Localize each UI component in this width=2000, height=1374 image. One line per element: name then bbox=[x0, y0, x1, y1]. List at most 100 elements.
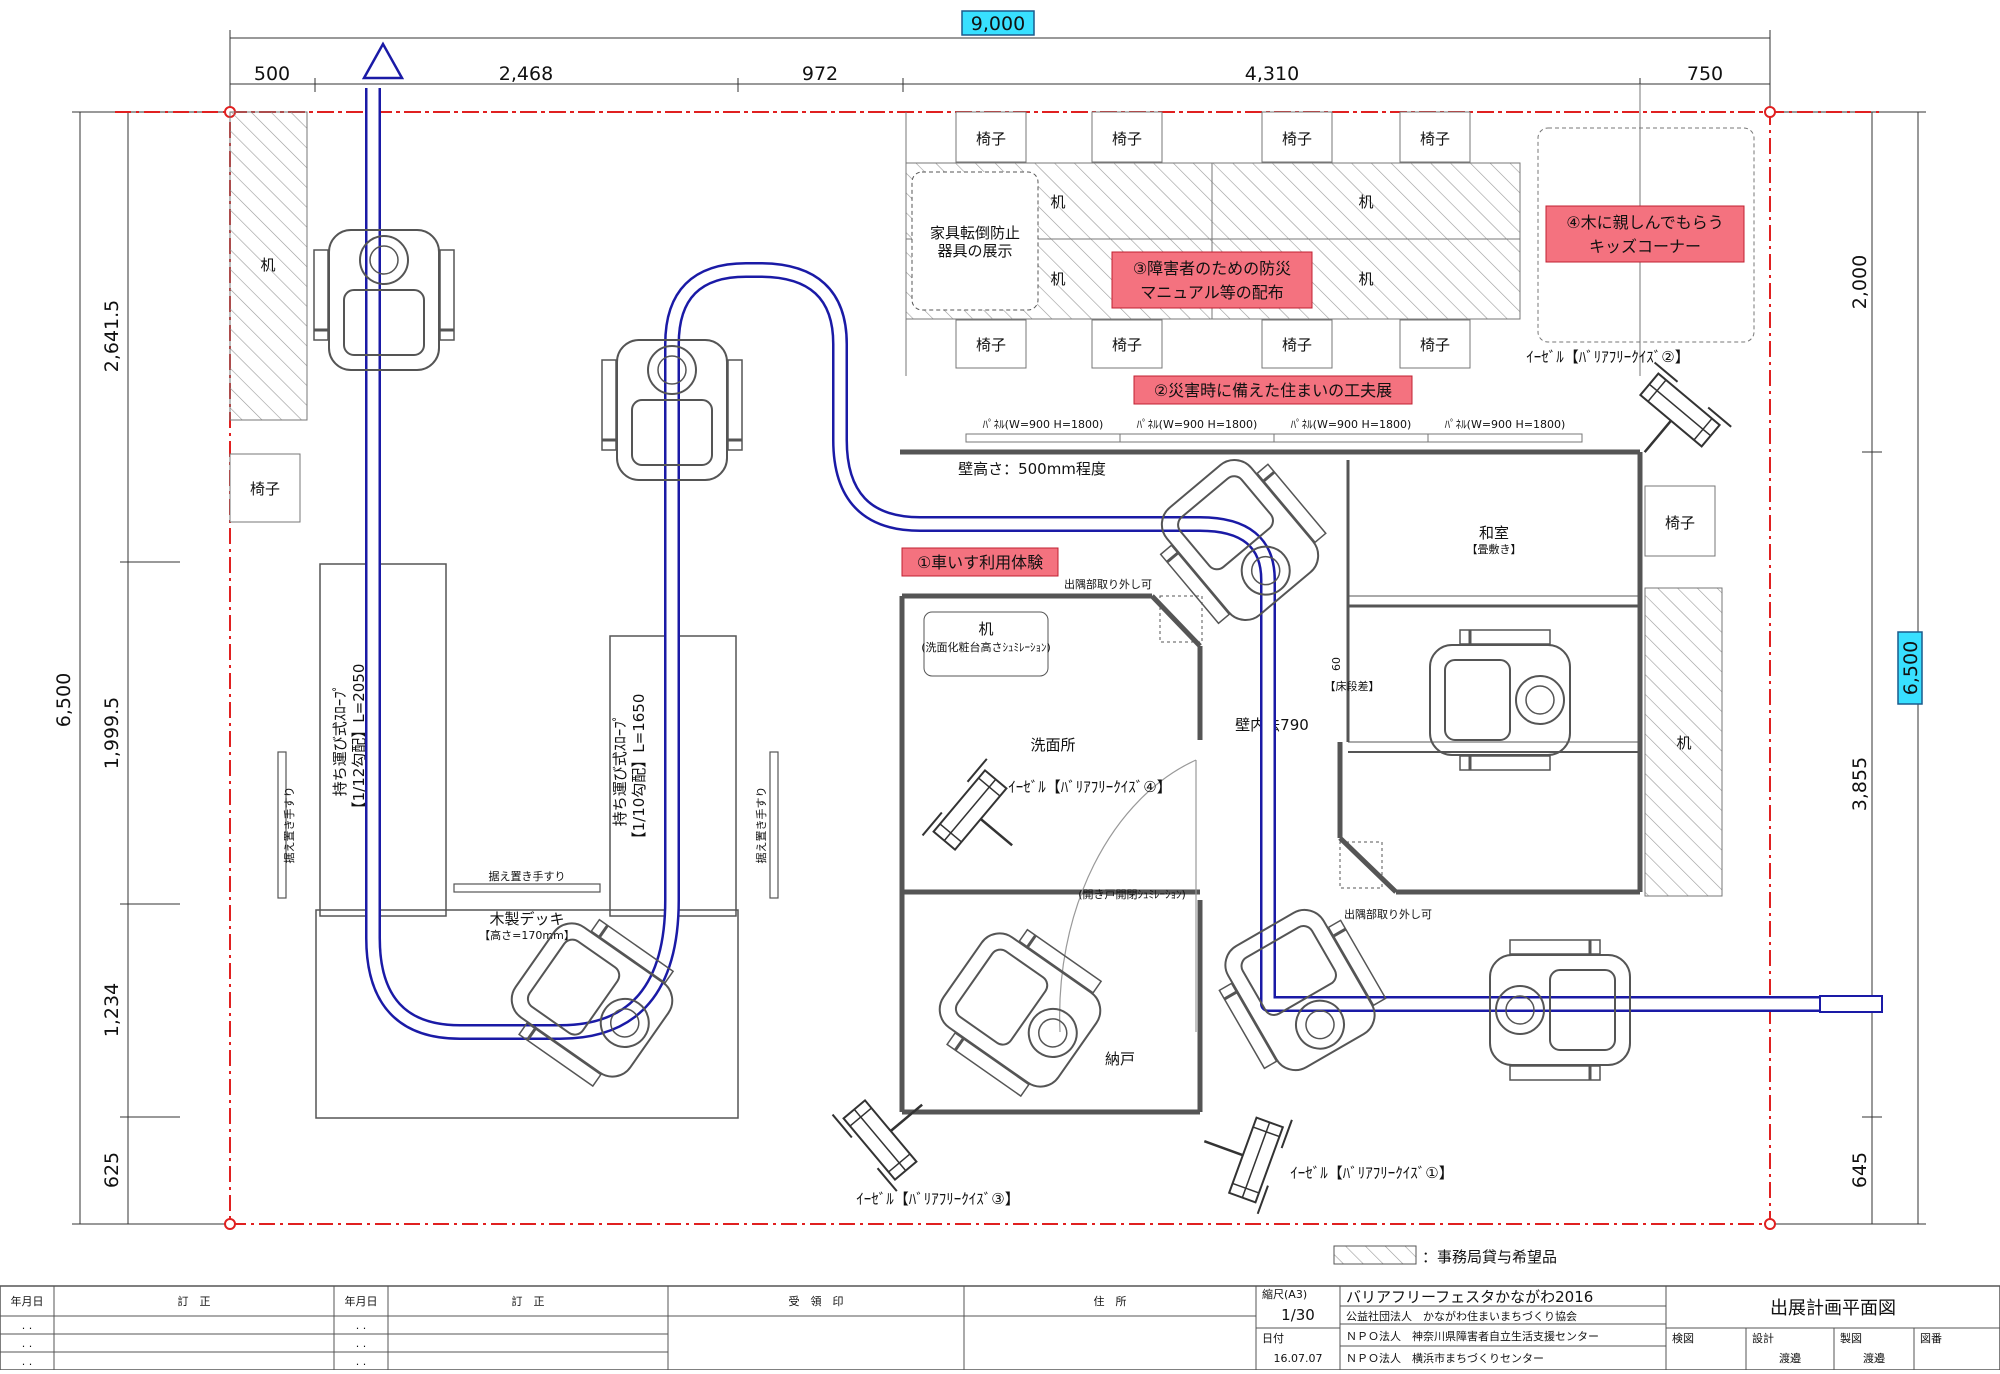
top-dim-2: 2,468 bbox=[499, 63, 553, 85]
total-width-label: 9,000 bbox=[971, 13, 1025, 35]
slope-1 bbox=[319, 563, 447, 917]
chair-bottom-1 bbox=[955, 319, 1027, 369]
right-dim-2: 3,855 bbox=[1849, 757, 1871, 811]
total-height-badge bbox=[1897, 631, 1923, 705]
chair-bottom-2 bbox=[1091, 319, 1163, 369]
chair-bottom-2-label: 椅子 bbox=[1112, 336, 1142, 354]
furniture-display-line2: 器具の展示 bbox=[937, 242, 1012, 260]
panel-3-label: ﾊﾟﾈﾙ(W=900 H=1800) bbox=[1291, 418, 1412, 431]
chair-top-4-label: 椅子 bbox=[1420, 130, 1450, 148]
desk-left bbox=[229, 111, 308, 421]
corner-removable-top bbox=[1159, 595, 1203, 643]
wheelchair-route-inner bbox=[367, 88, 1882, 1038]
chair-top-1 bbox=[955, 111, 1027, 163]
chair-top-2-label: 椅子 bbox=[1112, 130, 1142, 148]
tb-scale-label: 縮尺(A3) bbox=[1262, 1287, 1307, 1301]
handrail-center-label: 据え置き手すり bbox=[489, 869, 566, 883]
panel-2-label: ﾊﾟﾈﾙ(W=900 H=1800) bbox=[1137, 418, 1258, 431]
tb-date2-header: 年月日 bbox=[345, 1294, 378, 1308]
washbasin-desk-label: 机 bbox=[978, 620, 993, 638]
slope-1-spec: 【1/12勾配】L=2050 bbox=[350, 664, 368, 817]
callout-1: ①車いす利用体験 bbox=[901, 547, 1059, 577]
panel-1-label: ﾊﾟﾈﾙ(W=900 H=1800) bbox=[983, 418, 1104, 431]
slope-2-spec: 【1/10勾配】L=1650 bbox=[630, 694, 648, 847]
route-end-box bbox=[1819, 995, 1883, 1013]
tb-drawing-title: 出展計画平面図 bbox=[1770, 1298, 1896, 1319]
tb-date: 16.07.07 bbox=[1274, 1352, 1323, 1365]
corner-removable-bottom bbox=[1339, 841, 1383, 889]
chair-right bbox=[1644, 485, 1716, 557]
chair-top-1-label: 椅子 bbox=[976, 130, 1006, 148]
svg-text:④木に親しんでもらう: ④木に親しんでもらう bbox=[1566, 213, 1724, 232]
tb-design: 設計 bbox=[1752, 1331, 1774, 1345]
wheelchair-icon-1 bbox=[312, 228, 456, 372]
chair-top-3-label: 椅子 bbox=[1282, 130, 1312, 148]
tb-date-header: 年月日 bbox=[11, 1294, 44, 1308]
door-swing bbox=[1059, 759, 1197, 1033]
tb-scale: 1/30 bbox=[1281, 1306, 1315, 1324]
route-arrow-icon bbox=[361, 41, 405, 80]
tb-dots-5: . . bbox=[356, 1337, 367, 1350]
tb-date-label: 日付 bbox=[1262, 1332, 1284, 1345]
svg-text:②災害時に備えた住まいの工夫展: ②災害時に備えた住まいの工夫展 bbox=[1154, 381, 1392, 400]
left-dimensions: 6,500 2,641.5 1,999.5 1,234 625 bbox=[53, 111, 230, 1225]
slope-2-label: 持ち運び式ｽﾛｰﾌﾟ bbox=[611, 714, 629, 827]
chair-top-3 bbox=[1261, 111, 1333, 163]
chair-bottom-1-label: 椅子 bbox=[976, 336, 1006, 354]
desk-right-label: 机 bbox=[1676, 734, 1691, 752]
left-dim-1: 2,641.5 bbox=[101, 300, 123, 373]
easel-2-label: ｲｰｾﾞﾙ【ﾊﾞﾘｱﾌﾘｰｸｲｽﾞ②】 bbox=[1526, 348, 1689, 366]
corner-removable-bottom-label: 出隅部取り外し可 bbox=[1344, 907, 1432, 921]
table-1-label: 机 bbox=[1050, 193, 1065, 211]
furniture-display-box bbox=[911, 171, 1039, 311]
callout-3: ③障害者のための防災 マニュアル等の配布 bbox=[1111, 251, 1313, 309]
table-4-label: 机 bbox=[1358, 270, 1373, 288]
easel-3-label: ｲｰｾﾞﾙ【ﾊﾞﾘｱﾌﾘｰｸｲｽﾞ③】 bbox=[856, 1190, 1019, 1208]
chair-right-label: 椅子 bbox=[1665, 514, 1695, 532]
deck-label: 木製デッキ bbox=[489, 910, 564, 928]
tb-draw: 製図 bbox=[1840, 1331, 1862, 1345]
chair-bottom-3 bbox=[1261, 319, 1333, 369]
deck-height-label: 【高さ=170mm】 bbox=[479, 928, 575, 942]
washbasin-note: (洗面化粧台高さｼｭﾐﾚｰｼｮﾝ) bbox=[921, 640, 1051, 654]
total-width-badge bbox=[961, 10, 1035, 36]
top-dim-1: 500 bbox=[254, 63, 290, 85]
tb-addr-header: 住 所 bbox=[1094, 1294, 1127, 1308]
corner-removable-top-label: 出隅部取り外し可 bbox=[1064, 577, 1152, 591]
tb-rev2-header: 訂 正 bbox=[512, 1294, 545, 1308]
right-dim-1: 2,000 bbox=[1849, 255, 1871, 309]
chair-bottom-4-label: 椅子 bbox=[1420, 336, 1450, 354]
tb-stamp-header: 受 領 印 bbox=[789, 1294, 844, 1308]
desk-right bbox=[1644, 587, 1723, 897]
svg-text:：事務局貸与希望品: ：事務局貸与希望品 bbox=[1422, 1248, 1557, 1266]
washroom-label: 洗面所 bbox=[1030, 736, 1075, 754]
handrail-right-label: 据え置き手すり bbox=[754, 787, 768, 864]
wheelchair-icon-6 bbox=[921, 911, 1119, 1109]
chair-bottom-4 bbox=[1399, 319, 1471, 369]
chair-top-2 bbox=[1091, 111, 1163, 163]
tb-dots-3: . . bbox=[22, 1355, 33, 1368]
tb-dots-1: . . bbox=[22, 1319, 33, 1332]
left-dim-3: 1,234 bbox=[101, 983, 123, 1037]
storage-label: 納戸 bbox=[1105, 1050, 1135, 1068]
tb-number: 図番 bbox=[1920, 1332, 1942, 1345]
house-model bbox=[899, 449, 1643, 1115]
wheelchair-icon-5 bbox=[1428, 628, 1572, 772]
tb-design-name: 渡邉 bbox=[1779, 1351, 1801, 1365]
easel-icon-1 bbox=[1185, 1092, 1294, 1216]
floor-step-label: 【床段差】 bbox=[1325, 679, 1380, 693]
tatami-label: 【畳敷き】 bbox=[1467, 542, 1522, 556]
easel-4-label: ｲｰｾﾞﾙ【ﾊﾞﾘｱﾌﾘｰｸｲｽﾞ④】 bbox=[1008, 778, 1171, 796]
tb-check: 検図 bbox=[1672, 1331, 1694, 1345]
top-dim-4: 4,310 bbox=[1245, 63, 1299, 85]
handrail-left-label: 据え置き手すり bbox=[282, 787, 296, 864]
wall-height-label: 壁高さ：500mm程度 bbox=[958, 460, 1106, 478]
total-height-label: 6,500 bbox=[1900, 641, 1922, 695]
svg-text:③障害者のための防災: ③障害者のための防災 bbox=[1133, 259, 1291, 278]
desk-left-label: 机 bbox=[260, 256, 275, 274]
furniture-display-line1: 家具転倒防止 bbox=[930, 224, 1020, 242]
tb-draw-name: 渡邉 bbox=[1863, 1351, 1885, 1365]
panels: ﾊﾟﾈﾙ(W=900 H=1800) ﾊﾟﾈﾙ(W=900 H=1800) ﾊﾟ… bbox=[965, 418, 1583, 443]
easel-icon-3 bbox=[831, 1065, 956, 1193]
tb-dots-2: . . bbox=[22, 1337, 33, 1350]
